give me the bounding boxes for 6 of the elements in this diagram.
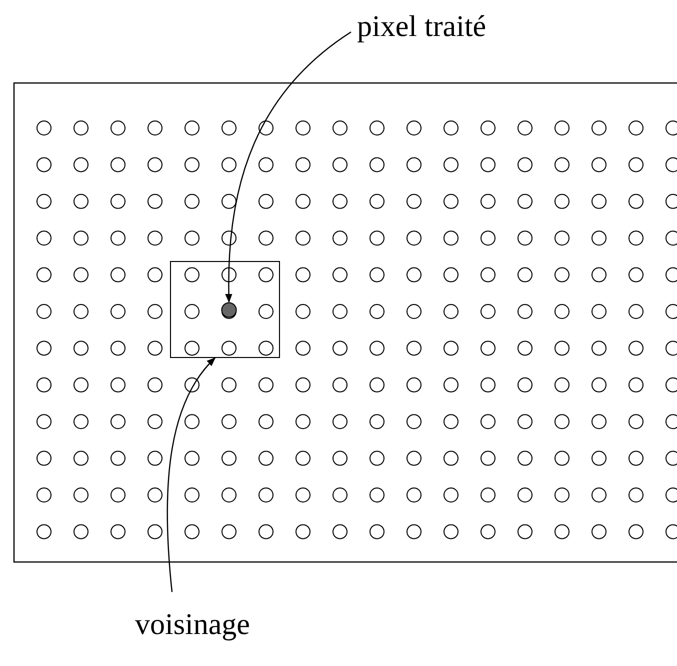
processed-pixel: [220, 302, 237, 318]
leader-arrow: [225, 32, 352, 303]
leader-arrow: [166, 357, 216, 592]
neighborhood-frame: [170, 261, 280, 358]
callout-label: pixel traité: [357, 12, 486, 42]
callout-label: voisinage: [135, 610, 250, 640]
